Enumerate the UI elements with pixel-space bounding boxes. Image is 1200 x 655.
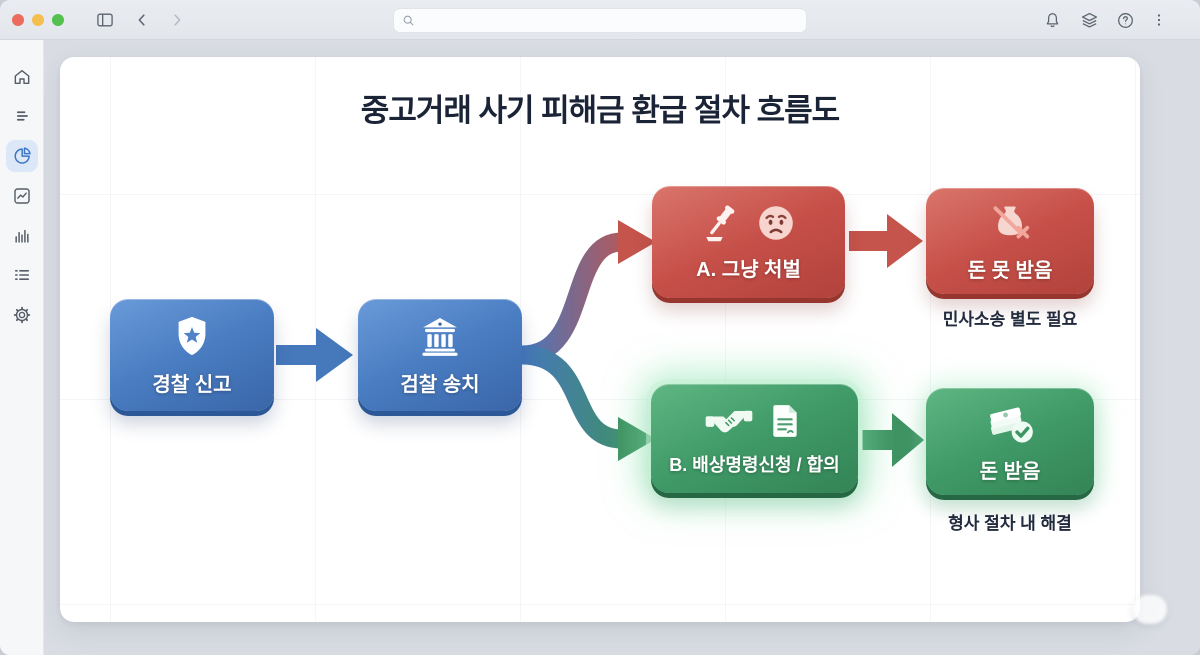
list-icon	[14, 270, 30, 280]
sidebar-item-home[interactable]	[6, 61, 38, 93]
document-icon	[772, 405, 797, 437]
caption-civil-suit: 민사소송 별도 필요	[942, 310, 1078, 329]
node-police-report: 경찰 신고	[110, 299, 274, 411]
worried-face-icon	[758, 206, 793, 240]
arrow-branch-up	[512, 232, 632, 365]
window-toolbar	[0, 0, 1200, 40]
more-vertical-icon[interactable]	[1147, 8, 1171, 32]
arrow-compensation-to-refund	[862, 413, 924, 467]
arrow-branch-down	[512, 345, 632, 449]
main-content: 중고거래 사기 피해금 환급 절차 흐름도	[44, 40, 1200, 655]
node-label: 검찰 송치	[400, 374, 480, 396]
help-icon[interactable]	[1113, 8, 1137, 32]
minimize-button[interactable]	[32, 14, 44, 26]
sidebar-nav	[0, 40, 44, 655]
money-check-icon	[990, 406, 1033, 442]
money-bag-x-icon	[993, 206, 1030, 239]
pie-chart-icon	[14, 147, 31, 164]
node-prosecution-referral: 검찰 송치	[358, 299, 522, 411]
menu-lines-icon	[16, 111, 28, 121]
node-label: 돈 받음	[979, 460, 1041, 483]
gear-icon	[13, 306, 31, 324]
node-no-refund: 돈 못 받음	[926, 188, 1094, 294]
arrow-punishment-to-norefund	[849, 214, 923, 268]
arrow-police-to-prosecution	[276, 328, 353, 382]
search-bar[interactable]	[393, 8, 807, 33]
node-label: B. 배상명령신청 / 합의	[669, 455, 840, 475]
node-label: 돈 못 받음	[967, 260, 1053, 282]
close-button[interactable]	[12, 14, 24, 26]
police-badge-icon	[178, 316, 206, 356]
gavel-icon	[705, 205, 734, 242]
arrowhead-branch-up	[618, 220, 656, 264]
sidebar-item-pie-active[interactable]	[6, 140, 38, 172]
sidebar-item-lines[interactable]	[6, 100, 38, 132]
sidebar-item-list[interactable]	[6, 259, 38, 291]
zoom-button[interactable]	[52, 14, 64, 26]
search-icon	[403, 15, 414, 26]
line-chart-icon	[14, 188, 30, 204]
node-label: 경찰 신고	[152, 374, 232, 396]
caption-criminal-procedure: 형사 절차 내 해결	[948, 514, 1072, 533]
watermark-artifact	[1133, 595, 1167, 624]
bar-chart-icon	[15, 229, 29, 243]
back-chevron-icon[interactable]	[130, 8, 154, 32]
forward-chevron-icon[interactable]	[165, 8, 189, 32]
search-input[interactable]	[421, 13, 798, 28]
sidebar-item-bars[interactable]	[6, 220, 38, 252]
node-refund: 돈 받음	[926, 388, 1094, 495]
bell-icon[interactable]	[1040, 8, 1064, 32]
page-title: 중고거래 사기 피해금 환급 절차 흐름도	[360, 93, 840, 128]
flowchart-card: 중고거래 사기 피해금 환급 절차 흐름도	[60, 57, 1167, 624]
home-icon	[14, 69, 30, 85]
layers-icon[interactable]	[1077, 8, 1101, 32]
node-punishment: A. 그냥 처벌	[652, 186, 845, 298]
sidebar-toggle-icon[interactable]	[93, 8, 117, 32]
handshake-icon	[705, 410, 752, 433]
courthouse-icon	[422, 317, 458, 356]
node-compensation-order: B. 배상명령신청 / 합의	[651, 384, 858, 493]
node-label: A. 그냥 처벌	[696, 259, 801, 281]
sidebar-item-trend[interactable]	[6, 180, 38, 212]
sidebar-item-settings[interactable]	[6, 299, 38, 331]
